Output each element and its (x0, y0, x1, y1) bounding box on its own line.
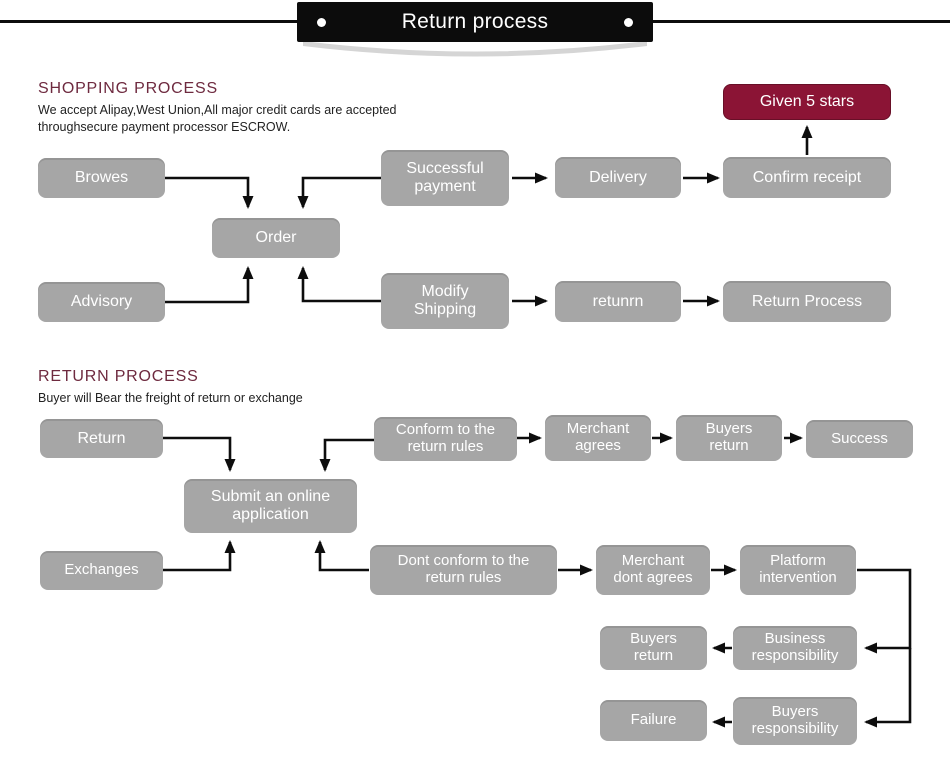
node-browes: Browes (38, 158, 165, 198)
node-return-process: Return Process (723, 281, 891, 322)
banner-connector-line-left (0, 20, 297, 23)
node-merchant-dont-agrees: Merchant dont agrees (596, 545, 710, 595)
node-success: Success (806, 420, 913, 458)
node-platform-intervention: Platform intervention (740, 545, 856, 595)
node-merchant-agrees: Merchant agrees (545, 415, 651, 461)
node-return: Return (40, 419, 163, 458)
node-retunrn: retunrn (555, 281, 681, 322)
shopping-process-heading: SHOPPING PROCESS (38, 80, 218, 97)
banner-dot-left-icon (317, 18, 326, 27)
node-exchanges: Exchanges (40, 551, 163, 590)
banner-title: Return process (401, 10, 549, 33)
node-advisory: Advisory (38, 282, 165, 322)
node-given-5-stars: Given 5 stars (723, 84, 891, 120)
node-conform-rules: Conform to the return rules (374, 417, 517, 461)
return-process-subtext: Buyer will Bear the freight of return or… (38, 391, 303, 405)
node-failure: Failure (600, 700, 707, 741)
banner: Return process (297, 2, 653, 42)
banner-shadow (303, 41, 647, 57)
node-business-responsibility: Business responsibility (733, 626, 857, 670)
node-delivery: Delivery (555, 157, 681, 198)
node-successful-payment: Successful payment (381, 150, 509, 206)
node-modify-shipping: Modify Shipping (381, 273, 509, 329)
banner-connector-line-right (653, 20, 950, 23)
node-order: Order (212, 218, 340, 258)
node-buyers-responsibility: Buyers responsibility (733, 697, 857, 745)
node-dont-conform-rules: Dont conform to the return rules (370, 545, 557, 595)
node-submit-application: Submit an online application (184, 479, 357, 533)
return-process-heading: RETURN PROCESS (38, 368, 199, 385)
node-buyers-return-bottom: Buyers return (600, 626, 707, 670)
node-confirm-receipt: Confirm receipt (723, 157, 891, 198)
node-buyers-return-top: Buyers return (676, 415, 782, 461)
banner-dot-right-icon (624, 18, 633, 27)
shopping-process-subtext: We accept Alipay,West Union,All major cr… (38, 103, 397, 134)
